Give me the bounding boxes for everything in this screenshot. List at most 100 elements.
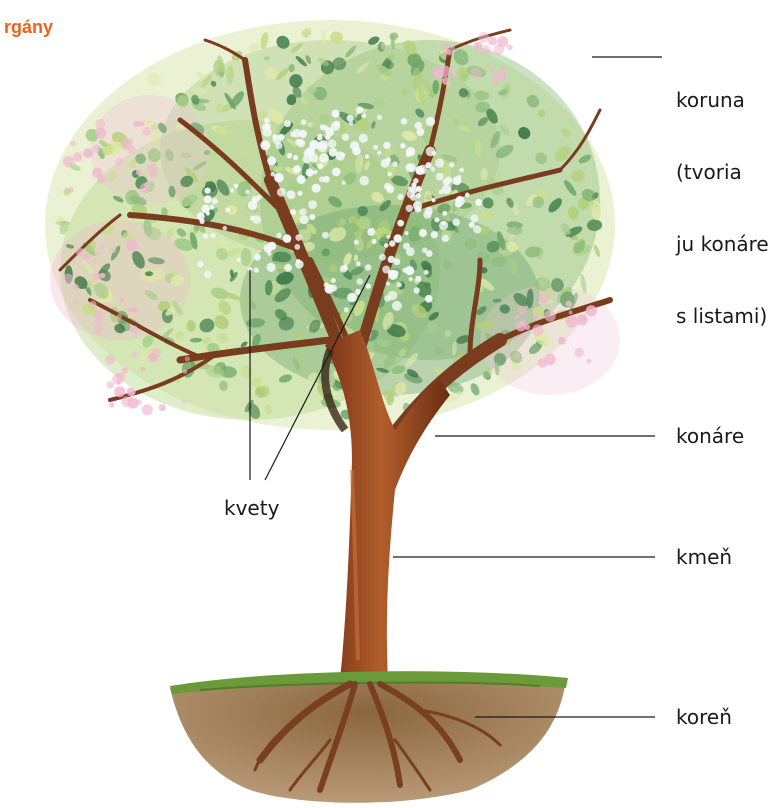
white-blossom: [264, 118, 270, 124]
white-blossom: [381, 159, 390, 168]
pink-blossom: [74, 299, 79, 304]
white-blossom: [210, 205, 214, 209]
pink-blossom: [532, 324, 543, 335]
white-blossom: [386, 282, 390, 286]
pink-blossom: [159, 404, 166, 411]
pink-blossom: [120, 298, 125, 303]
white-blossom: [325, 134, 331, 140]
pink-blossom: [95, 119, 105, 129]
white-blossom: [394, 234, 403, 243]
pink-blossom: [566, 316, 578, 328]
root-label: koreň: [676, 705, 732, 729]
white-blossom: [415, 166, 424, 175]
white-blossom: [383, 142, 390, 149]
white-blossom: [405, 231, 409, 235]
white-blossom: [394, 258, 401, 265]
white-blossom: [330, 285, 337, 292]
pink-blossom: [141, 367, 146, 372]
white-blossom: [329, 148, 338, 157]
white-blossom: [431, 198, 435, 202]
pink-blossom: [94, 325, 104, 335]
white-blossom: [290, 209, 296, 215]
white-blossom: [205, 188, 211, 194]
white-blossom: [436, 173, 444, 181]
white-blossom: [342, 134, 349, 141]
white-blossom: [449, 162, 454, 167]
crown-label-line-4: s listami): [676, 304, 769, 328]
white-blossom: [223, 226, 228, 231]
pink-blossom: [182, 399, 186, 403]
white-blossom: [379, 254, 386, 261]
white-blossom: [287, 190, 296, 199]
white-blossom: [423, 210, 431, 218]
pink-blossom: [539, 294, 549, 304]
white-blossom: [276, 233, 281, 238]
white-blossom: [331, 278, 336, 283]
white-blossom: [471, 215, 479, 223]
white-blossom: [277, 188, 286, 197]
white-blossom: [295, 234, 302, 241]
pink-blossom: [107, 381, 115, 389]
pink-blossom: [538, 359, 547, 368]
white-blossom: [431, 231, 438, 238]
pink-blossom: [586, 305, 597, 316]
white-blossom: [300, 215, 309, 224]
pink-blossom: [96, 252, 100, 256]
white-blossom: [341, 153, 345, 157]
pink-blossom: [490, 67, 494, 71]
pink-blossom: [114, 386, 125, 397]
pink-blossom: [442, 77, 450, 85]
white-blossom: [250, 216, 255, 221]
pink-blossom: [492, 79, 498, 85]
pink-blossom: [558, 337, 566, 345]
pink-blossom: [140, 183, 150, 193]
pink-blossom: [439, 65, 451, 77]
white-blossom: [439, 190, 444, 195]
white-blossom: [275, 142, 282, 149]
white-blossom: [271, 172, 276, 177]
pink-blossom: [507, 44, 513, 50]
leaf-dab: [241, 248, 252, 267]
white-blossom: [264, 244, 273, 253]
pink-blossom: [514, 353, 520, 359]
white-blossom: [342, 181, 346, 185]
pink-blossom: [105, 355, 115, 365]
pink-blossom: [111, 247, 117, 253]
white-blossom: [365, 264, 372, 271]
pink-blossom: [115, 158, 124, 167]
white-blossom: [290, 132, 295, 137]
white-blossom: [455, 196, 465, 206]
white-blossom: [248, 201, 257, 210]
white-blossom: [293, 165, 301, 173]
white-blossom: [386, 235, 390, 239]
white-blossom: [274, 173, 284, 183]
white-blossom: [319, 176, 325, 182]
pink-blossom: [474, 42, 483, 51]
white-blossom: [246, 190, 250, 194]
pink-blossom: [115, 318, 119, 322]
white-blossom: [297, 175, 306, 184]
white-blossom: [257, 195, 262, 200]
white-blossom: [442, 211, 447, 216]
pink-blossom: [133, 121, 139, 127]
white-blossom: [443, 178, 451, 186]
pink-blossom: [83, 254, 90, 261]
white-blossom: [308, 200, 317, 209]
white-blossom: [473, 225, 481, 233]
pink-blossom: [515, 315, 519, 319]
pink-blossom: [91, 259, 97, 265]
pink-blossom: [117, 314, 122, 319]
pink-blossom: [500, 75, 505, 80]
white-blossom: [300, 208, 307, 215]
white-blossom: [409, 277, 413, 281]
white-blossom: [366, 284, 371, 289]
pink-blossom: [122, 367, 128, 373]
white-blossom: [469, 222, 475, 228]
leaf-dab: [381, 43, 386, 50]
white-blossom: [465, 193, 470, 198]
white-blossom: [392, 162, 397, 167]
pink-blossom: [185, 356, 190, 361]
white-blossom: [309, 214, 315, 220]
pink-blossom: [116, 380, 121, 385]
